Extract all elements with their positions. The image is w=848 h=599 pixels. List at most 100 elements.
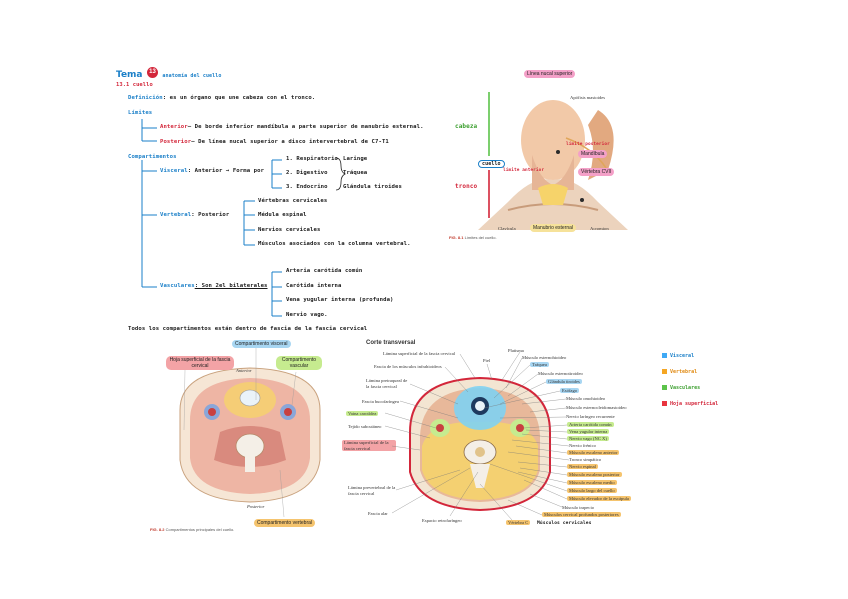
tl-left-10: Espacio retrofaríngeo (422, 518, 462, 523)
vascular-line: Vasculares: Son 2el bilaterales (160, 283, 268, 289)
hand-cuello: cuello (478, 160, 505, 168)
posterior-text: — De línea nucal superior a disco interv… (191, 139, 389, 145)
compartments-label: Compartimentos (128, 154, 177, 160)
visceral-item-1: 1. Respiratorio (286, 156, 339, 162)
title-rest: anatomía del cuello (162, 73, 222, 79)
vascular-label: Vasculares (160, 283, 195, 289)
label-mandibula: Mandíbula (578, 150, 608, 158)
tl-right-13: Músculos cervical profundos posteriores (542, 512, 621, 517)
definition-line: Definición: es un órgano que une cabeza … (128, 95, 315, 101)
title: Tema 13 anatomía del cuello (116, 64, 222, 82)
vertebral-sub: : Posterior (191, 212, 230, 218)
legend-label-vasculares: Vasculares (670, 385, 701, 391)
tl-left-6: Tejido subcutáneo (348, 424, 382, 429)
definition-label: Definición (128, 95, 163, 101)
vascular-item-3: Vena yugular interna (profunda) (286, 297, 394, 303)
fig-caption-top: FIG. 8.1 Límites del cuello. (449, 235, 497, 240)
label-compartimento-vertebral: Compartimento vertebral (254, 519, 316, 527)
label-clavicula: Clavícula (498, 226, 516, 231)
vertebral-item-1: Vértebras cervicales (258, 198, 328, 204)
tl-top-esternotiroideo: Músculo esternotiroideo (538, 371, 583, 376)
tl-left-9: Fascia alar (368, 511, 388, 516)
tl-right-12: Músculo trapecio (562, 505, 595, 510)
visceral-organ-2: Tráquea (343, 170, 368, 176)
tl-top-ecm: Músculo esternocleidomastoideo (566, 405, 627, 410)
vertebral-line: Vertebral: Posterior (160, 212, 229, 218)
anterior-text: — De borde inferior mandíbula a parte su… (187, 124, 424, 130)
tl-top-omohioideo: Músculo omohioideo (566, 396, 606, 401)
tl-right-7: Nervio espinal (567, 464, 598, 469)
visceral-organ-3: Glándula tiroides (343, 184, 402, 190)
neck-limits-illustration (478, 100, 628, 230)
label-manubrio: Manubrio esternal (530, 224, 577, 232)
legend-swatch-vertebral (662, 369, 667, 374)
tl-right-1: Arteria carótida común (567, 422, 614, 427)
title-word: Tema (116, 70, 143, 80)
tl-right-4: Nervio frénico (569, 443, 596, 448)
limits-label: Límites (128, 110, 153, 116)
legend-label-hoja: Hoja superficial (670, 401, 719, 407)
closing-note: Todos los compartimentos están dentro de… (128, 326, 368, 332)
vertebral-item-4: Músculos asociados con la columna verteb… (258, 241, 411, 247)
tl-right-3: Nervio vago (NC X) (567, 436, 609, 441)
tl-bottom-musculos: Músculos cervicales (537, 521, 592, 526)
tl-left-1: Lámina superficial de la fascia cervical (383, 351, 456, 356)
tl-left-2: Fascia de los músculos infrahioideos (374, 364, 442, 369)
visceral-line: Visceral: Anterior → Forma por (160, 168, 264, 174)
hand-limite-anterior: límite anterior (503, 168, 545, 173)
label-vertebra: Vértebra CVII (578, 168, 615, 176)
tl-top-esofago: Esófago (560, 388, 580, 393)
title-number: 13 (149, 69, 156, 76)
fig-caption-top-num: FIG. 8.1 (449, 235, 464, 240)
tl-left-7: Lámina superficial de la fascia cervical (342, 440, 396, 451)
hand-cabeza: cabeza (455, 123, 478, 130)
tl-right-2: Vena yugular interna (567, 429, 610, 434)
tl-top-traquea: Tráquea (530, 362, 549, 367)
title-number-circle: 13 (146, 67, 158, 79)
tl-left-8: Lámina prevertebral de la fascia cervica… (348, 485, 396, 496)
label-linea-nucal: Línea nucal superior (524, 70, 576, 78)
vertebral-item-2: Médula espinal (258, 212, 307, 218)
tl-right-8: Músculo escaleno posterior (567, 472, 622, 477)
anterior-label: Anterior (160, 124, 188, 130)
fig-caption-bottom-num: FIG. 8.2 (150, 527, 165, 532)
vertebral-item-3: Nervios cervicales (258, 227, 321, 233)
legend-label-vertebral: Vertebral (670, 369, 698, 375)
legend-swatch-vasculares (662, 385, 667, 390)
visceral-item-2: 2. Digestivo (286, 170, 328, 176)
label-posterior: Posterior (247, 504, 265, 509)
vertebral-label: Vertebral (160, 212, 192, 218)
legend-visceral: Visceral (662, 353, 718, 359)
tl-top-platisma: Platisma (508, 348, 524, 353)
label-compartimento-visceral: Compartimento visceral (232, 340, 291, 348)
label-compartimento-vascular: Compartimento vascular (276, 356, 322, 370)
visceral-sub: : Anterior → Forma por (187, 168, 265, 174)
fig-caption-top-text: Límites del cuello. (464, 235, 497, 240)
label-apofisis: Apófisis mastoides (570, 95, 606, 100)
tl-left-3: Lámina pretraqueal de la fascia cervical (366, 378, 408, 389)
label-hoja-superficial: Hoja superficial de la fascia cervical (166, 356, 234, 370)
posterior-line: Posterior— De línea nucal superior a dis… (160, 139, 389, 145)
legend-hoja: Hoja superficial (662, 401, 718, 407)
transverse-illustration (409, 376, 551, 512)
vascular-item-2: Carótida interna (286, 283, 342, 289)
tl-right-10: Músculo largo del cuello (567, 488, 617, 493)
tl-right-11: Músculo elevador de la escápula (567, 496, 631, 501)
tl-bottom-vertebra: Vértebra C (506, 520, 531, 525)
tl-right-5: Músculo escaleno anterior (567, 450, 620, 455)
tl-top-tiroides: Glándula tiroides (546, 379, 582, 384)
tl-top-esternohioideo: Músculo esternohioideo (522, 355, 567, 360)
fig-caption-bottom: FIG. 8.2 Compartimentos principales del … (150, 527, 234, 532)
tl-left-5: Vaina carotídea (346, 411, 379, 416)
fig-caption-bottom-text: Compartimentos principales del cuello. (165, 527, 235, 532)
posterior-label: Posterior (160, 139, 192, 145)
legend-vasculares: Vasculares (662, 385, 718, 391)
visceral-label: Visceral (160, 168, 188, 174)
legend-vertebral: Vertebral (662, 369, 718, 375)
tl-left-4: Fascia bucofaríngea (362, 399, 399, 404)
tl-right-6: Tronco simpático (569, 457, 602, 462)
legend-swatch-visceral (662, 353, 667, 358)
transverse-title: Corte transversal (366, 340, 416, 346)
